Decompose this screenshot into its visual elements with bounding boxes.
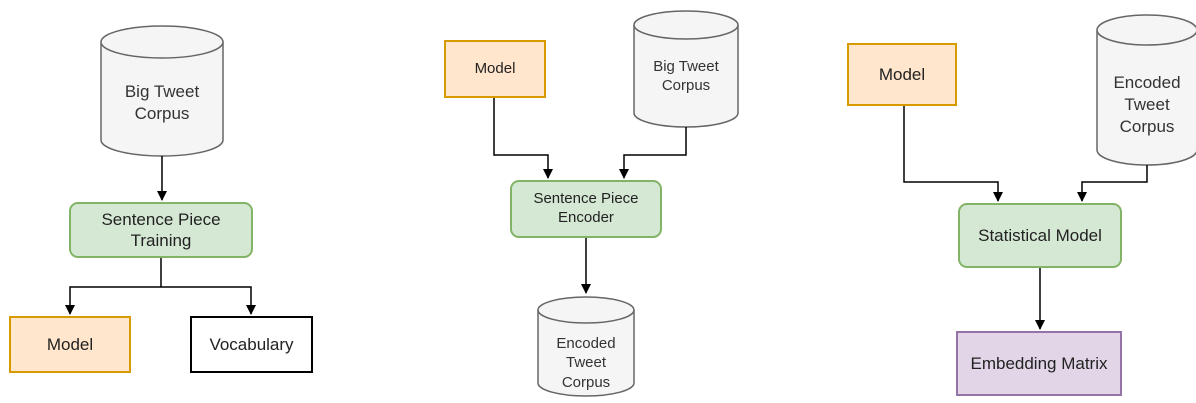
statistical-model-node: Statistical Model xyxy=(958,203,1122,268)
training-corpus-cylinder xyxy=(100,25,224,157)
vocabulary-node: Vocabulary xyxy=(190,316,313,373)
edge-training-to-model xyxy=(65,286,161,315)
embedding-matrix-node: Embedding Matrix xyxy=(956,331,1122,396)
edge-training-to-vocabulary xyxy=(161,286,256,315)
encoded-output-label: Encoded Tweet Corpus xyxy=(556,334,616,391)
edge-corpus-to-statistical xyxy=(1077,165,1148,202)
encoding-corpus-label: Big Tweet Corpus xyxy=(653,57,719,95)
encoded-output-cylinder xyxy=(537,296,635,397)
embedding-corpus-label: Encoded Tweet Corpus xyxy=(1113,72,1181,137)
embedding-corpus-cylinder xyxy=(1096,14,1196,166)
edge-corpus-to-encoder xyxy=(619,127,687,179)
edge-model-to-encoder xyxy=(493,98,553,179)
encoding-model-node: Model xyxy=(444,40,546,98)
training-model-node: Model xyxy=(9,316,131,373)
edge-model-to-statistical xyxy=(903,106,1003,202)
sentence-piece-training-node: Sentence Piece Training xyxy=(69,202,253,258)
encoding-corpus-cylinder xyxy=(633,10,739,128)
sentence-piece-encoder-node: Sentence Piece Encoder xyxy=(510,180,662,238)
embedding-model-node: Model xyxy=(847,43,957,106)
training-corpus-label: Big Tweet Corpus xyxy=(124,81,200,123)
